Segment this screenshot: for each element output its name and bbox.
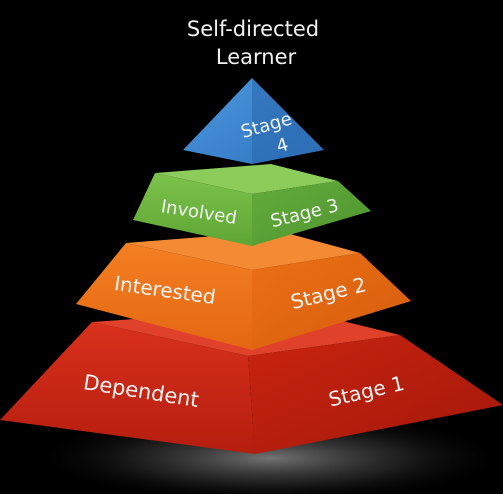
tier-2-left-face	[76, 243, 252, 350]
tier-2: Interested Stage 2	[76, 231, 411, 350]
title-line-2: Learner	[216, 45, 297, 69]
tier-4-label-line2: 4	[274, 134, 291, 157]
tier-2-top-face	[126, 231, 360, 270]
tier-4-right-shade	[252, 78, 324, 164]
title-line-1: Self-directed	[187, 17, 319, 41]
tier-3-top-face	[155, 164, 338, 194]
tier-1-left-face	[0, 322, 255, 454]
tier-3-right-face	[252, 181, 371, 246]
tier-3-left-face	[133, 173, 252, 246]
tier-1-right-face	[248, 335, 503, 454]
tier-4: Stage 4	[183, 78, 324, 164]
tier-2-right-face	[252, 253, 411, 350]
tier-3: Involved Stage 3	[133, 164, 371, 246]
